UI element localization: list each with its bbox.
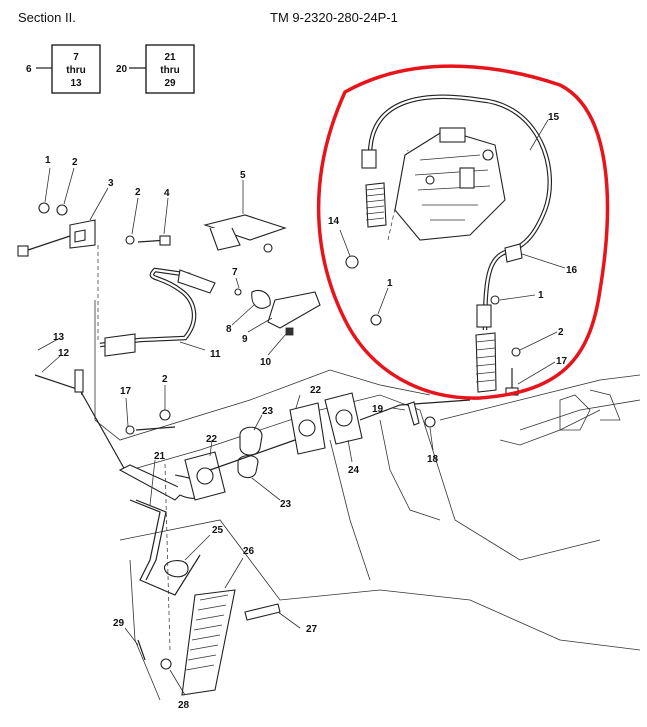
section-label: Section II. <box>18 10 76 25</box>
callout-label: 10 <box>260 357 272 368</box>
callout-label: 1 <box>387 278 393 289</box>
callout-label: 25 <box>212 525 224 536</box>
highlight-circle <box>316 64 610 400</box>
callout-numbers: 1 2 3 2 4 5 7 8 9 10 11 13 12 17 2 23 22… <box>45 112 578 711</box>
callout-label: 27 <box>306 624 318 635</box>
callout-label: 18 <box>427 454 439 465</box>
callout-label: 5 <box>240 170 246 181</box>
pivot-plates <box>125 392 471 501</box>
callout-label: 28 <box>178 700 190 711</box>
callout-label: 22 <box>206 434 218 445</box>
callout-label: 7 <box>232 267 238 278</box>
ref-box-line2: thru <box>66 65 85 76</box>
callout-label: 17 <box>120 386 132 397</box>
callout-label: 19 <box>372 404 384 415</box>
callout-label: 2 <box>162 374 168 385</box>
callout-label: 2 <box>135 187 141 198</box>
callout-label: 2 <box>558 327 564 338</box>
callout-label: 1 <box>538 290 544 301</box>
callout-label: 8 <box>226 324 232 335</box>
ref-box-line3: 29 <box>164 78 176 89</box>
callout-label: 16 <box>566 265 578 276</box>
callout-label: 3 <box>108 178 114 189</box>
callout-label: 23 <box>280 499 292 510</box>
callout-label: 9 <box>242 334 248 345</box>
ref-box-1: 6 7 thru 13 <box>26 44 101 94</box>
callout-label: 24 <box>348 465 360 476</box>
lower-cable-assembly <box>97 245 321 357</box>
ref-box-lead: 6 <box>26 64 32 75</box>
callout-label: 13 <box>53 332 65 343</box>
throttle-cable-upper <box>345 94 553 396</box>
ref-box-2: 20 21 thru 29 <box>116 44 195 94</box>
callout-label: 22 <box>310 385 322 396</box>
ref-box-line1: 21 <box>164 52 176 63</box>
leader-lines <box>37 119 566 696</box>
callout-label: 1 <box>45 155 51 166</box>
callout-label: 14 <box>328 216 340 227</box>
bracket-assembly <box>17 202 287 257</box>
manual-number: TM 9-2320-280-24P-1 <box>270 10 398 25</box>
ref-box-line2: thru <box>160 65 179 76</box>
callout-label: 2 <box>72 157 78 168</box>
callout-label: 11 <box>210 349 221 360</box>
callout-label: 17 <box>556 356 568 367</box>
callout-label: 12 <box>58 348 70 359</box>
callout-label: 23 <box>262 406 274 417</box>
callout-label: 29 <box>113 618 125 629</box>
ref-box-lead: 20 <box>116 64 128 75</box>
callout-label: 15 <box>548 112 560 123</box>
firewall-outline <box>94 300 641 701</box>
callout-label: 21 <box>154 451 166 462</box>
ref-box-line1: 7 <box>73 52 79 63</box>
callout-label: 26 <box>243 546 255 557</box>
ref-box-line3: 13 <box>70 78 82 89</box>
callout-label: 4 <box>164 188 170 199</box>
